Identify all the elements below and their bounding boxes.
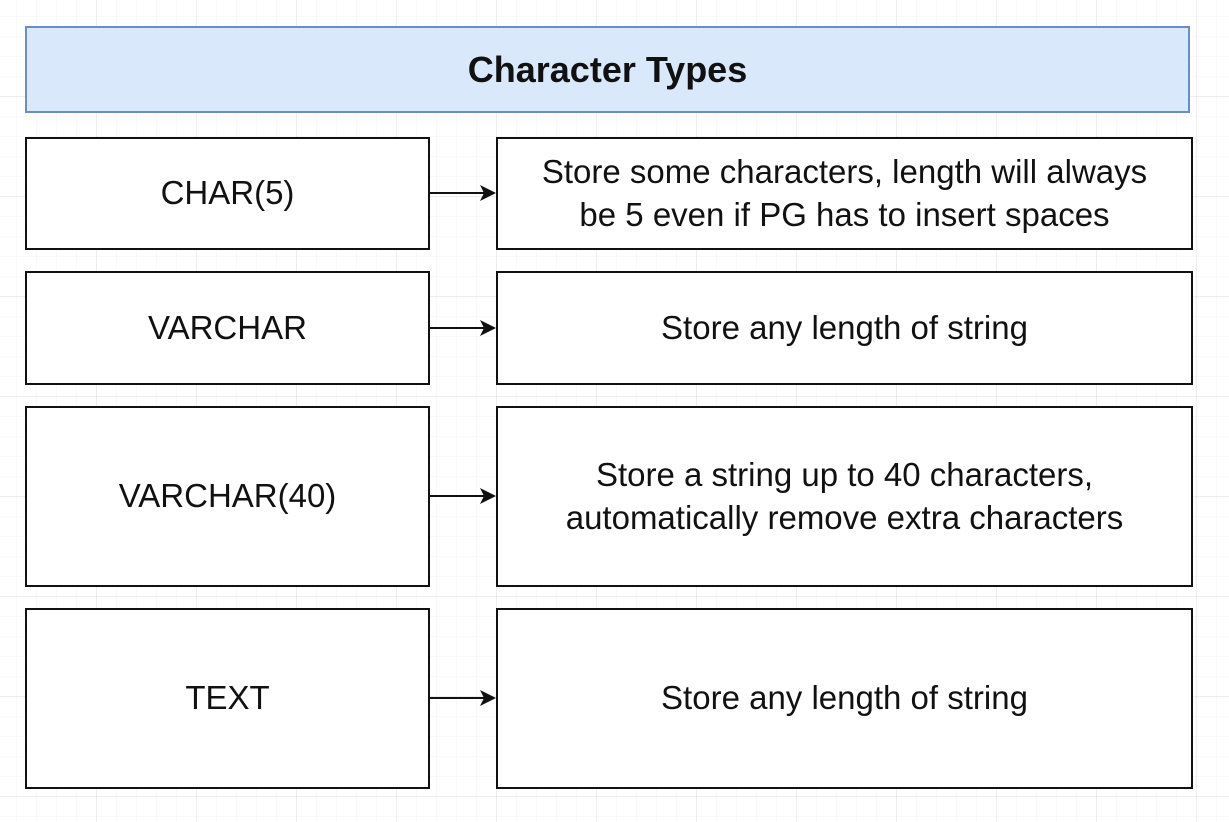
type-label: CHAR(5) [160, 174, 295, 212]
description-line: Store a string up to 40 characters, [595, 455, 1094, 493]
description-line: Store any length of string [661, 679, 1028, 717]
type-box-varchar40: VARCHAR(40) [25, 406, 430, 587]
arrow-right-icon [430, 185, 496, 201]
description-box-text: Store any length of string [496, 608, 1193, 789]
diagram-title: Character Types [25, 26, 1190, 113]
description-line: be 5 even if PG has to insert spaces [579, 195, 1110, 233]
type-box-text: TEXT [25, 608, 430, 789]
arrow-right-icon [430, 690, 496, 706]
type-box-varchar: VARCHAR [25, 271, 430, 385]
arrow-right-icon [430, 488, 496, 504]
arrow-right-icon [430, 320, 496, 336]
description-line: Store any length of string [661, 308, 1028, 346]
type-label: TEXT [185, 679, 270, 717]
description-box-char5: Store some characters, length will alway… [496, 137, 1193, 250]
description-line: automatically remove extra characters [565, 498, 1124, 536]
description-box-varchar40: Store a string up to 40 characters, auto… [496, 406, 1193, 587]
description-box-varchar: Store any length of string [496, 271, 1193, 385]
description-line: Store some characters, length will alway… [541, 152, 1148, 190]
type-box-char5: CHAR(5) [25, 137, 430, 250]
type-label: VARCHAR(40) [118, 477, 337, 515]
type-label: VARCHAR [148, 308, 307, 346]
